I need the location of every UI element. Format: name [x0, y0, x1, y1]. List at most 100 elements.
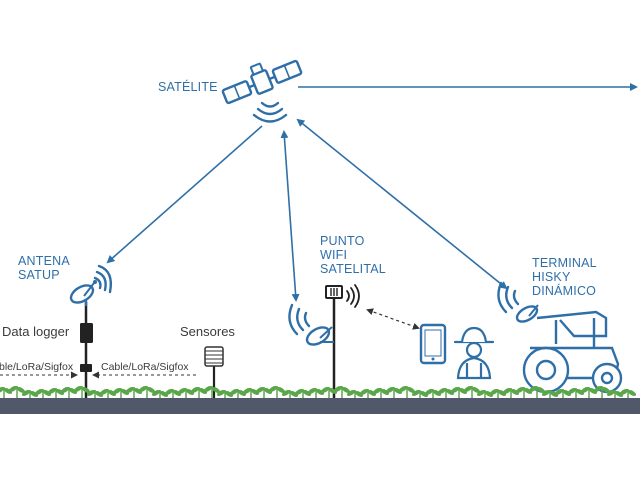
plant-leaf	[0, 387, 5, 393]
tablet-icon	[419, 323, 447, 365]
label-link-right: Cable/LoRa/Sigfox	[101, 361, 189, 373]
crop-row	[0, 386, 637, 398]
label-satellite-text: SATÉLITE	[158, 80, 218, 94]
plant-leaf	[359, 389, 369, 395]
plant-leaf	[159, 391, 169, 397]
plant-leaf	[47, 388, 57, 394]
plant-leaf	[580, 387, 590, 393]
plant-leaf	[320, 387, 330, 393]
plant-leaf	[164, 389, 174, 395]
label-link-left: ble/LoRa/Sigfox	[0, 361, 74, 373]
plant-leaf	[393, 388, 403, 394]
plant-leaf	[432, 390, 442, 396]
plant-leaf	[567, 388, 577, 394]
plant-leaf	[536, 387, 546, 393]
label-wifi-point: PUNTO WIFI SATELITAL	[320, 234, 386, 276]
plant-leaf	[515, 387, 525, 393]
sensor-icon	[204, 346, 224, 398]
plant-leaf	[151, 390, 161, 396]
link-satellite-terminal	[296, 118, 508, 290]
plant-leaf	[341, 387, 351, 393]
label-terminal-line2: HISKY	[532, 270, 571, 284]
plant-leaf	[346, 390, 356, 396]
plant-leaf	[185, 389, 195, 395]
plant-leaf	[120, 389, 130, 395]
plant-leaf	[190, 387, 200, 393]
label-sensors: Sensores	[180, 324, 235, 339]
plant-leaf	[99, 389, 109, 395]
label-wifi-line1: PUNTO	[320, 234, 365, 248]
plant-leaf	[302, 390, 312, 396]
label-antenna-line1: ANTENA	[18, 254, 70, 268]
plant-leaf	[406, 387, 416, 393]
link-wifi-tablet	[366, 308, 420, 330]
plant-leaf	[575, 389, 585, 395]
plant-leaf	[34, 389, 44, 395]
label-antenna: ANTENA SATUP	[18, 254, 70, 282]
plant-leaf	[55, 389, 65, 395]
plant-leaf	[177, 388, 187, 394]
plant-leaf	[294, 389, 304, 395]
plant-leaf	[385, 387, 395, 393]
router-icon	[325, 284, 360, 398]
plant-leaf	[21, 390, 31, 396]
plant-leaf	[242, 388, 252, 394]
label-terminal-line1: TERMINAL	[532, 256, 597, 270]
plant-leaf	[510, 389, 520, 395]
plant-leaf	[289, 391, 299, 397]
plant-leaf	[16, 387, 26, 393]
plant-leaf	[229, 389, 239, 395]
plant-leaf	[562, 390, 572, 396]
label-wifi-line2: WIFI	[320, 248, 348, 262]
plant-leaf	[263, 388, 273, 394]
plant-leaf	[198, 388, 208, 394]
plant-leaf	[372, 388, 382, 394]
plant-leaf	[502, 388, 512, 394]
plant-leaf	[307, 388, 317, 394]
plant-leaf	[107, 390, 117, 396]
plant-leaf	[73, 386, 83, 392]
wifi-waves-icon	[288, 303, 334, 346]
plant-leaf	[424, 389, 434, 395]
plant-leaf	[463, 386, 473, 392]
plant-leaf	[255, 387, 265, 393]
plant-leaf	[411, 390, 421, 396]
link-satellite-antenna	[106, 125, 263, 264]
tractor-icon	[497, 281, 623, 394]
plant-leaf	[588, 388, 598, 394]
plant-leaf	[133, 388, 143, 394]
plant-leaf	[354, 391, 364, 397]
plant-leaf	[146, 387, 156, 393]
plant-leaf	[112, 388, 122, 394]
plant-leaf	[541, 390, 551, 396]
plant-leaf	[627, 390, 637, 396]
plant-leaf	[81, 387, 91, 393]
label-antenna-line2: SATUP	[18, 268, 60, 282]
plant-leaf	[125, 387, 135, 393]
plant-leaf	[276, 387, 286, 393]
plant-leaf	[86, 390, 96, 396]
link-satellite-wifi	[280, 130, 300, 302]
ground-strip	[0, 398, 640, 414]
plant-leaf	[42, 390, 52, 396]
plant-leaf	[419, 391, 429, 397]
plant-leaf	[29, 391, 39, 397]
plant-leaf	[380, 389, 390, 395]
plant-leaf	[172, 390, 182, 396]
plant-leaf	[216, 390, 226, 396]
plant-leaf	[315, 389, 325, 395]
label-terminal: TERMINAL HISKY DINÁMICO	[532, 256, 597, 298]
plant-leaf	[3, 388, 13, 394]
plant-leaf	[601, 387, 611, 393]
plant-leaf	[268, 386, 278, 392]
farmer-icon	[453, 326, 495, 380]
plant-leaf	[619, 389, 629, 395]
plant-leaf	[458, 388, 468, 394]
plant-leaf	[328, 388, 338, 394]
plant-leaf	[523, 388, 533, 394]
plant-leaf	[471, 387, 481, 393]
label-satellite: SATÉLITE	[158, 80, 218, 94]
dish-antenna-icon	[69, 264, 113, 398]
satellite-signal-icon	[252, 101, 288, 123]
